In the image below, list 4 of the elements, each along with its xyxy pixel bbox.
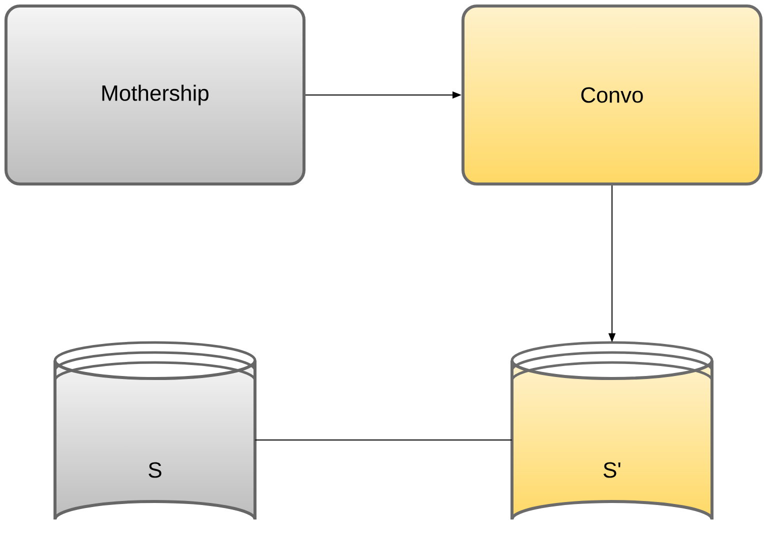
process-box: Convo [462,4,762,186]
database-cylinder: S' [510,341,714,521]
process-box: Mothership [4,4,306,186]
database-cylinder: S [54,341,256,521]
